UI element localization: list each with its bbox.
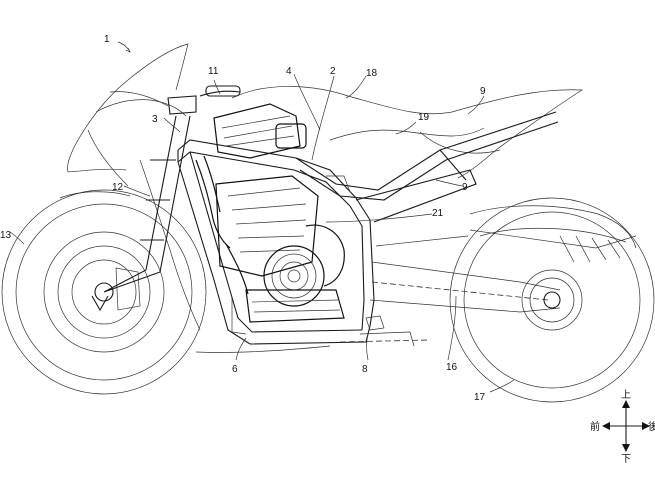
direction-label-front: 前 <box>590 420 600 433</box>
ref-numeral-11: 11 <box>208 66 219 77</box>
front-wheel <box>1 189 207 395</box>
swingarm <box>369 229 637 313</box>
vehicle-frame <box>177 111 559 345</box>
arrow-right-icon <box>642 422 650 430</box>
ref-numeral-13: 13 <box>0 230 12 241</box>
direction-indicator: 上 下 前 後 <box>590 389 655 465</box>
leader-lines <box>9 41 515 393</box>
ref-numeral-9-upper: 9 <box>480 86 486 97</box>
ref-numeral-1: 1 <box>104 34 110 45</box>
ref-numeral-12: 12 <box>112 182 124 193</box>
direction-label-up: 上 <box>621 389 631 401</box>
arrow-left-icon <box>602 422 610 430</box>
exhaust-and-stand <box>339 315 431 347</box>
front-fairing <box>67 43 331 353</box>
direction-label-rear: 後 <box>648 420 655 433</box>
ref-numeral-18: 18 <box>366 68 378 79</box>
ref-numeral-21: 21 <box>432 208 444 219</box>
ref-numeral-3: 3 <box>152 114 158 125</box>
arrow-up-icon <box>622 400 630 408</box>
ref-numeral-17: 17 <box>474 392 486 403</box>
ref-numeral-8: 8 <box>362 364 368 375</box>
ref-numeral-4: 4 <box>286 66 292 77</box>
rear-bodywork <box>231 86 637 249</box>
ref-numeral-6: 6 <box>232 364 238 375</box>
reference-numerals: 1 2 3 4 6 8 9 9 11 12 13 16 17 18 19 21 <box>0 34 486 403</box>
rear-wheel <box>449 197 655 403</box>
ref-numeral-2: 2 <box>330 66 336 77</box>
ref-numeral-9-lower: 9 <box>462 182 468 193</box>
ref-numeral-19: 19 <box>418 112 430 123</box>
arrow-down-icon <box>622 444 630 452</box>
ref-numeral-16: 16 <box>446 362 458 373</box>
direction-label-down: 下 <box>621 454 631 465</box>
engine-unit <box>195 103 351 335</box>
